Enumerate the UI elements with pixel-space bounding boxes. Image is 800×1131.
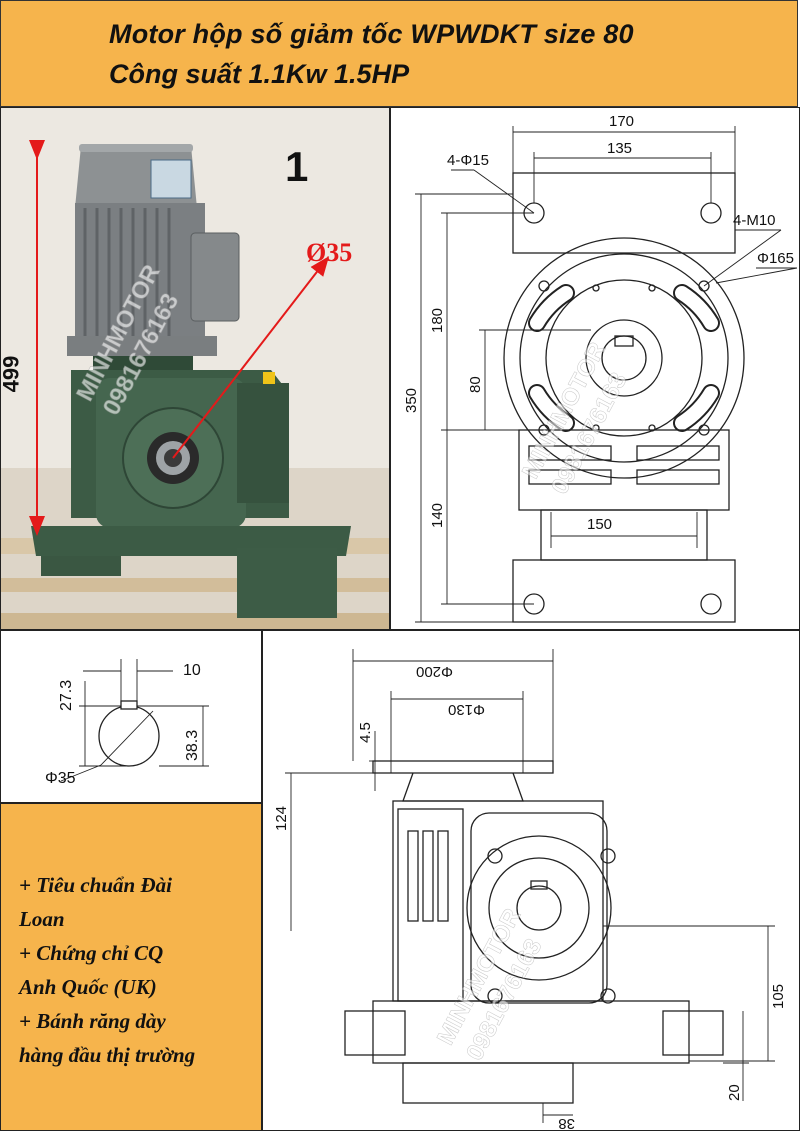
dim-170: 170	[609, 113, 634, 130]
note-line-4: Anh Quốc (UK)	[19, 975, 157, 999]
height-dimension-label: 499	[0, 355, 24, 393]
dim-38: 38	[558, 1115, 575, 1131]
dim-124: 124	[273, 806, 290, 831]
title-line-1: Motor hộp số giảm tốc WPWDKT size 80	[109, 19, 634, 49]
side-view-drawing: MINHMOTOR 0981676163 Φ200 Φ130 124 4.5 1…	[262, 630, 800, 1131]
dim-20: 20	[726, 1084, 743, 1101]
dim-165: Φ165	[757, 250, 794, 267]
title-line-2: Công suất 1.1Kw 1.5HP	[109, 59, 410, 89]
note-line-6: hàng đầu thị trường	[19, 1043, 196, 1067]
dim-45: 4.5	[357, 722, 374, 743]
dim-180: 180	[429, 308, 446, 333]
dim-105: 105	[770, 984, 787, 1009]
dim-holes: 4-Φ15	[447, 152, 489, 169]
dim-273: 27.3	[58, 680, 75, 711]
dim-150: 150	[587, 516, 612, 533]
front-view-drawing: MINHMOTOR 0981676163 170 135 4-Φ15 4-M10…	[390, 107, 800, 630]
dim-350: 350	[403, 388, 420, 413]
bore-diameter-label: Ø35	[306, 238, 353, 267]
dim-80: 80	[467, 376, 484, 393]
dim-140: 140	[429, 503, 446, 528]
dim-130: Φ130	[448, 701, 485, 718]
dim-200: Φ200	[416, 663, 453, 680]
dim-135: 135	[607, 140, 632, 157]
note-line-2: Loan	[19, 907, 65, 931]
note-line-1: + Tiêu chuẩn Đài	[19, 873, 172, 897]
dim-thread: 4-M10	[733, 212, 776, 229]
product-photo: MINHMOTOR 0981676163 1 499 Ø35	[0, 107, 390, 630]
dim-35: Φ35	[45, 770, 76, 787]
features-panel: + Tiêu chuẩn Đài Loan + Chứng chỉ CQ Anh…	[0, 803, 262, 1131]
note-line-3: + Chứng chỉ CQ	[19, 941, 164, 965]
photo-number: 1	[285, 143, 309, 190]
dim-383: 38.3	[184, 730, 201, 761]
shaft-bore-detail: 10 Φ35 27.3 38.3	[0, 630, 262, 803]
dim-10: 10	[183, 662, 201, 679]
title-banner: Motor hộp số giảm tốc WPWDKT size 80 Côn…	[0, 0, 798, 107]
note-line-5: + Bánh răng dày	[19, 1009, 166, 1033]
